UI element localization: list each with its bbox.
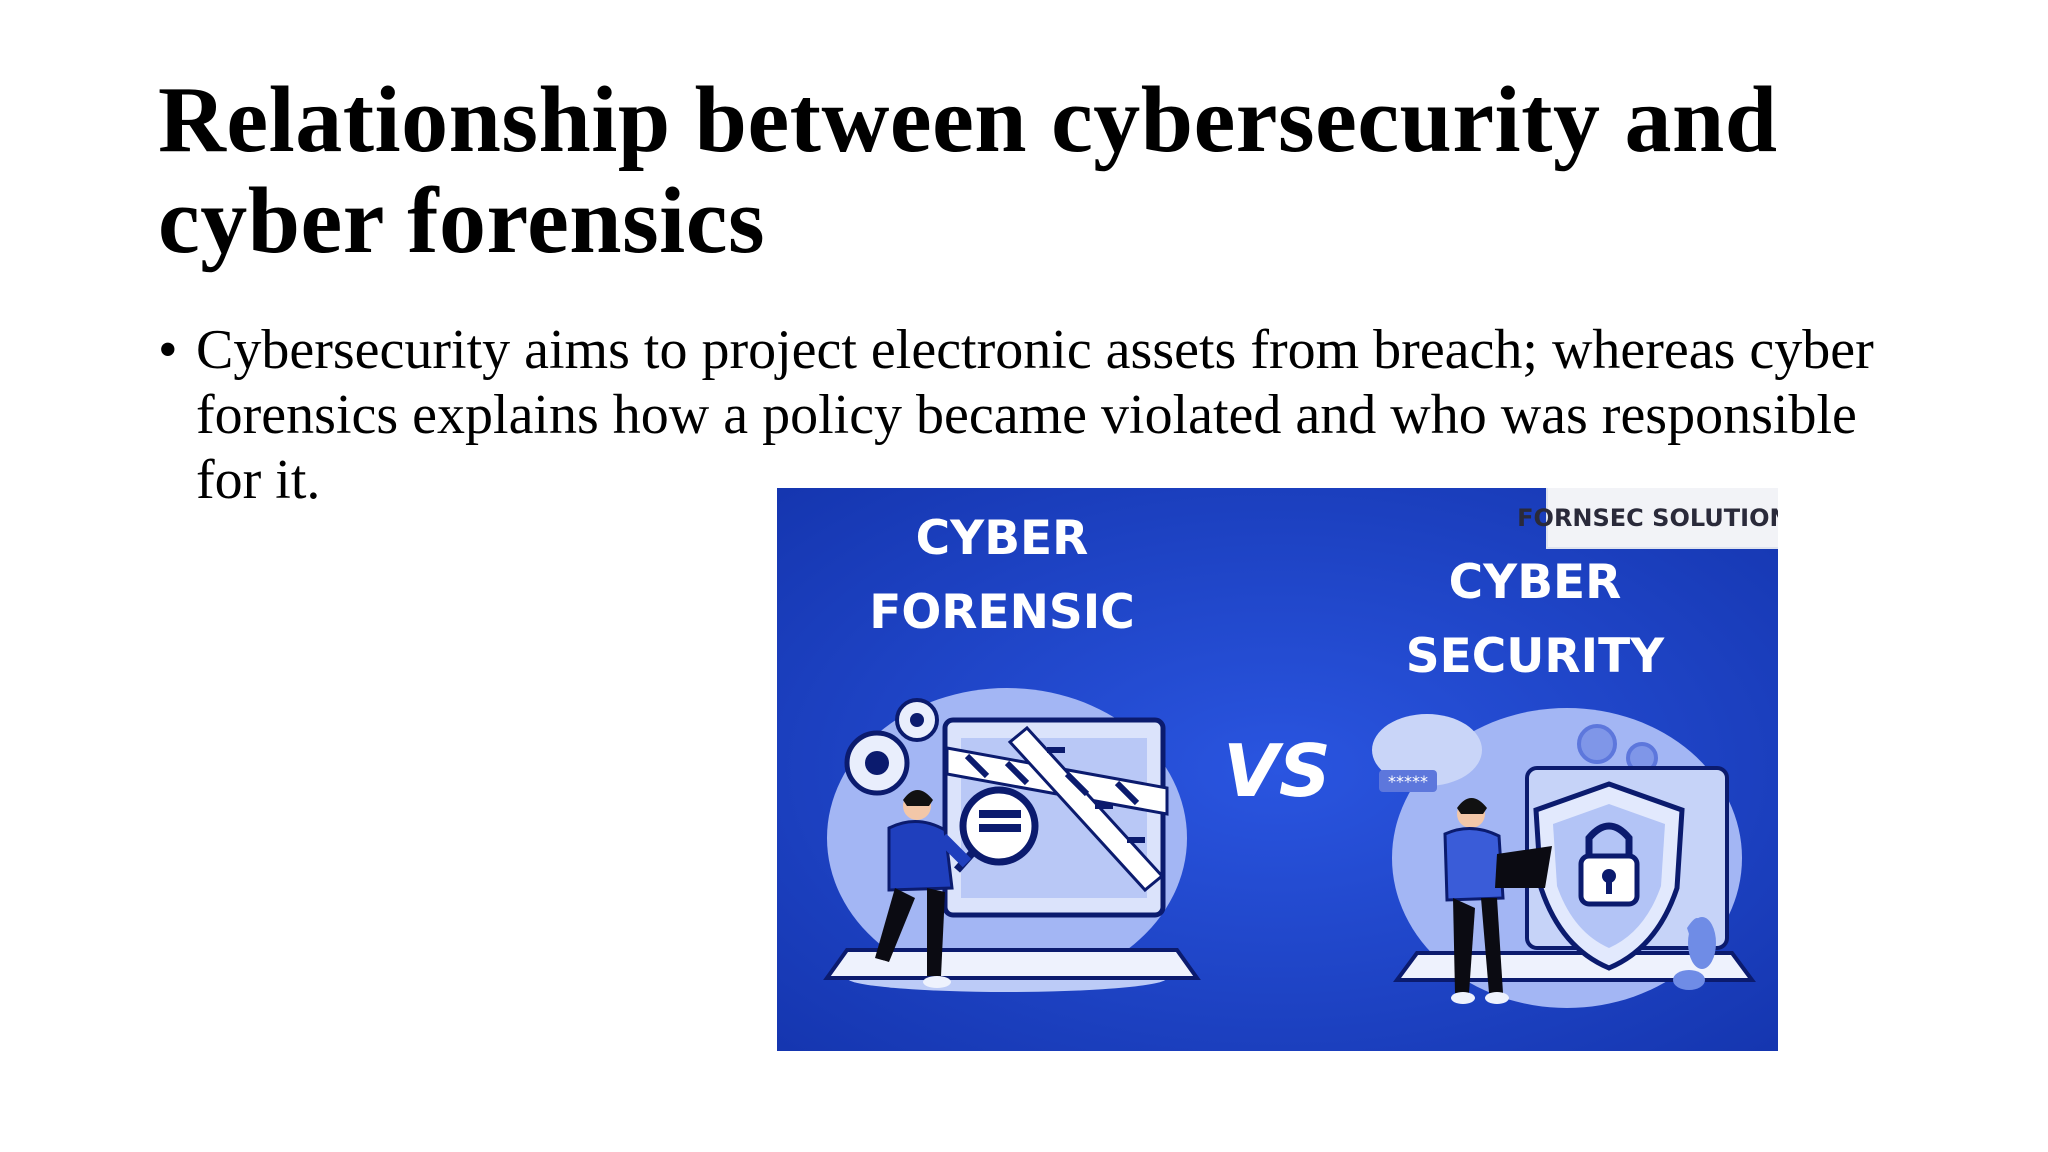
plant-icon (1673, 917, 1716, 990)
security-analyst-figure (1443, 798, 1552, 1004)
versus-label: VS (1223, 729, 1331, 813)
magnifier-icon (954, 786, 1039, 873)
caution-tape (945, 725, 1169, 893)
left-heading-line1: CYBER (916, 511, 1089, 566)
investigator-figure (867, 790, 972, 988)
logo-text: FORNSEC SOLUTIONS (1517, 504, 1778, 532)
slide-title: Relationship between cybersecurity and c… (158, 68, 1778, 273)
right-heading-line1: CYBER (1449, 555, 1622, 610)
bullet-marker: • (158, 319, 178, 381)
security-illustration: ***** (1372, 708, 1756, 1008)
shield-lock-icon (1533, 781, 1685, 971)
password-field-text: ***** (1388, 772, 1428, 791)
gear-icon (1577, 724, 1658, 774)
cyber-forensic-vs-cybersecurity-image: FORNSEC SOLUTIONS CYBER FORENSIC CYBER S… (777, 488, 1778, 1051)
fornsec-logo: FORNSEC SOLUTIONS (1517, 488, 1778, 549)
right-heading-line2: SECURITY (1406, 629, 1665, 684)
forensic-illustration (823, 688, 1201, 992)
bullet-text: Cybersecurity aims to project electronic… (196, 319, 1874, 511)
gear-icon (844, 698, 939, 796)
left-heading-line2: FORENSIC (869, 585, 1135, 640)
